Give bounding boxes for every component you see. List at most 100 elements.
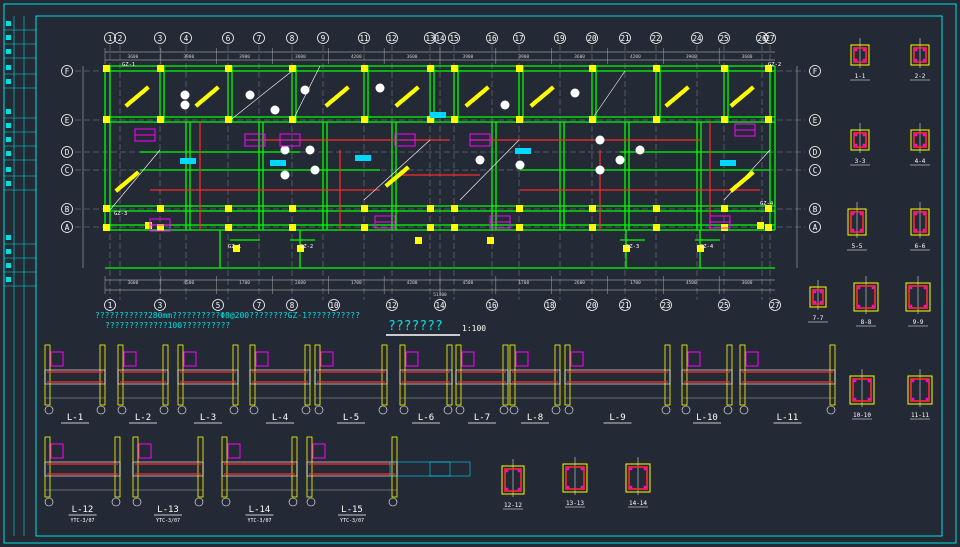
grid-bubble-right-circle bbox=[809, 164, 821, 176]
grid-bubble-top-label: 20 bbox=[587, 34, 597, 43]
slab-annotation: ▀▀▀▀▀▀▀ bbox=[393, 85, 423, 112]
marker-circle bbox=[180, 90, 190, 100]
beam-L-5-body bbox=[314, 369, 388, 385]
dimension-value-top: 3600 bbox=[742, 54, 753, 60]
section-4-4-outline bbox=[910, 129, 930, 151]
strip-glyph bbox=[6, 21, 11, 26]
section-14-14-rebar bbox=[629, 485, 633, 489]
section-1-1-outline bbox=[850, 44, 870, 66]
beam-L-15-support-right bbox=[391, 436, 398, 498]
beam-L-7-label: L-7 bbox=[474, 413, 490, 423]
section-3-3-rebar bbox=[854, 143, 858, 147]
structural-column bbox=[721, 116, 728, 123]
grid-bubble-bottom-label: 16 bbox=[487, 301, 497, 310]
grid-bubble-bottom-label: 25 bbox=[719, 301, 728, 310]
section-6-6-label: 6-6 bbox=[915, 243, 926, 250]
structural-column bbox=[516, 224, 523, 231]
section-10-10-rebar bbox=[853, 397, 857, 401]
section-11-11-label: 11-11 bbox=[911, 412, 929, 419]
structural-column bbox=[589, 116, 596, 123]
structural-column bbox=[653, 205, 660, 212]
grid-bubble-left-circle bbox=[61, 221, 73, 233]
beam-detail-extra bbox=[429, 461, 471, 477]
grid-bubble-top-label: 14 bbox=[435, 34, 445, 43]
beam-L-1-grid-right bbox=[96, 405, 106, 415]
beam-L-7-body bbox=[455, 369, 509, 385]
beam-L-3-body bbox=[177, 369, 239, 385]
section-1-1-rebar bbox=[854, 48, 858, 52]
beam-L-11-grid-right bbox=[826, 405, 836, 415]
structural-column bbox=[427, 205, 434, 212]
beam-L-14-support-right bbox=[291, 436, 298, 498]
strip-glyph bbox=[6, 181, 11, 186]
beam-L-8-support-left bbox=[509, 344, 516, 406]
strip-glyph bbox=[6, 151, 11, 156]
dimension-value-bottom: 1700 bbox=[630, 280, 641, 286]
dimension-value-top: 4200 bbox=[630, 54, 641, 60]
grid-bubble-top-circle bbox=[448, 32, 460, 44]
beam-L-15-grid-right bbox=[388, 497, 398, 507]
dimension-value-top: 3900 bbox=[183, 54, 194, 60]
section-1-1-stirrup bbox=[853, 47, 867, 63]
grid-bubble-right-circle bbox=[809, 65, 821, 77]
structural-column bbox=[765, 205, 772, 212]
beam-L-15-subnote: YTC-3/07 bbox=[340, 518, 364, 524]
beam-L-7-support-left bbox=[455, 344, 462, 406]
beam-L-6-support-right bbox=[446, 344, 453, 406]
marker-circle bbox=[570, 88, 580, 98]
slab-annotation: ▀▀▀▀▀▀▀ bbox=[728, 85, 758, 112]
marker-circle bbox=[270, 105, 280, 115]
grid-bubble-top-circle bbox=[756, 32, 768, 44]
beam-L-11-label: L-11 bbox=[777, 413, 799, 423]
beam-L-14-grid-left bbox=[221, 497, 231, 507]
grid-bubble-right-circle bbox=[809, 146, 821, 158]
structural-column bbox=[289, 205, 296, 212]
section-2-2-label: 2-2 bbox=[915, 73, 926, 80]
grid-bubble-bottom-label: 14 bbox=[435, 301, 445, 310]
section-5-5-outline bbox=[847, 208, 867, 236]
beam-L-12-body bbox=[44, 461, 121, 477]
inner-frame bbox=[35, 15, 943, 537]
structural-column bbox=[103, 224, 110, 231]
section-6-6-rebar bbox=[914, 228, 918, 232]
section-14-14-label: 14-14 bbox=[629, 500, 647, 507]
grid-bubble-top-label: 3 bbox=[158, 34, 163, 43]
beam-L-2-grid-left bbox=[117, 405, 127, 415]
section-13-13-rebar bbox=[580, 485, 584, 489]
beam-L-4-body bbox=[249, 369, 311, 385]
structural-column bbox=[451, 224, 458, 231]
marker-circle bbox=[615, 155, 625, 165]
section-4-4-rebar bbox=[922, 133, 926, 137]
strip-glyph bbox=[6, 35, 11, 40]
grid-bubble-top-label: 13 bbox=[425, 34, 434, 43]
grid-bubble-bottom-circle bbox=[212, 299, 224, 311]
column-tag: GZ-2 bbox=[300, 244, 313, 250]
structural-column bbox=[516, 116, 523, 123]
section-14-14-rebar bbox=[643, 467, 647, 471]
grid-bubble-bottom-circle bbox=[154, 299, 166, 311]
beam-L-4-label: L-4 bbox=[272, 413, 288, 423]
dimension-value-top: 3900 bbox=[239, 54, 250, 60]
beam-L-10-grid-left bbox=[681, 405, 691, 415]
beam-L-10-support-right bbox=[726, 344, 733, 406]
grid-bubble-top-label: 19 bbox=[555, 34, 564, 43]
grid-bubble-left-circle bbox=[61, 146, 73, 158]
structural-column bbox=[451, 116, 458, 123]
grid-bubble-bottom-circle bbox=[486, 299, 498, 311]
slab-annotation: ▀▀▀▀▀▀▀ bbox=[113, 170, 143, 197]
section-7-7-stirrup bbox=[812, 289, 824, 305]
beam-L-8-grid-left bbox=[509, 405, 519, 415]
section-9-9-rebar bbox=[923, 286, 927, 290]
beam-L-13-grid-left bbox=[132, 497, 142, 507]
slab-annotation: ▀▀▀▀▀▀▀ bbox=[728, 170, 758, 197]
structural-column bbox=[451, 205, 458, 212]
grid-bubble-top-label: 16 bbox=[487, 34, 497, 43]
section-14-14-outline bbox=[625, 463, 651, 493]
structural-column bbox=[103, 205, 110, 212]
beam-L-15-rebar-tag bbox=[312, 443, 326, 459]
section-3-3-label: 3-3 bbox=[855, 158, 866, 165]
grid-bubble-bottom-label: 27 bbox=[770, 301, 779, 310]
section-10-10-rebar bbox=[853, 379, 857, 383]
grid-bubble-top-label: 26 bbox=[757, 34, 767, 43]
